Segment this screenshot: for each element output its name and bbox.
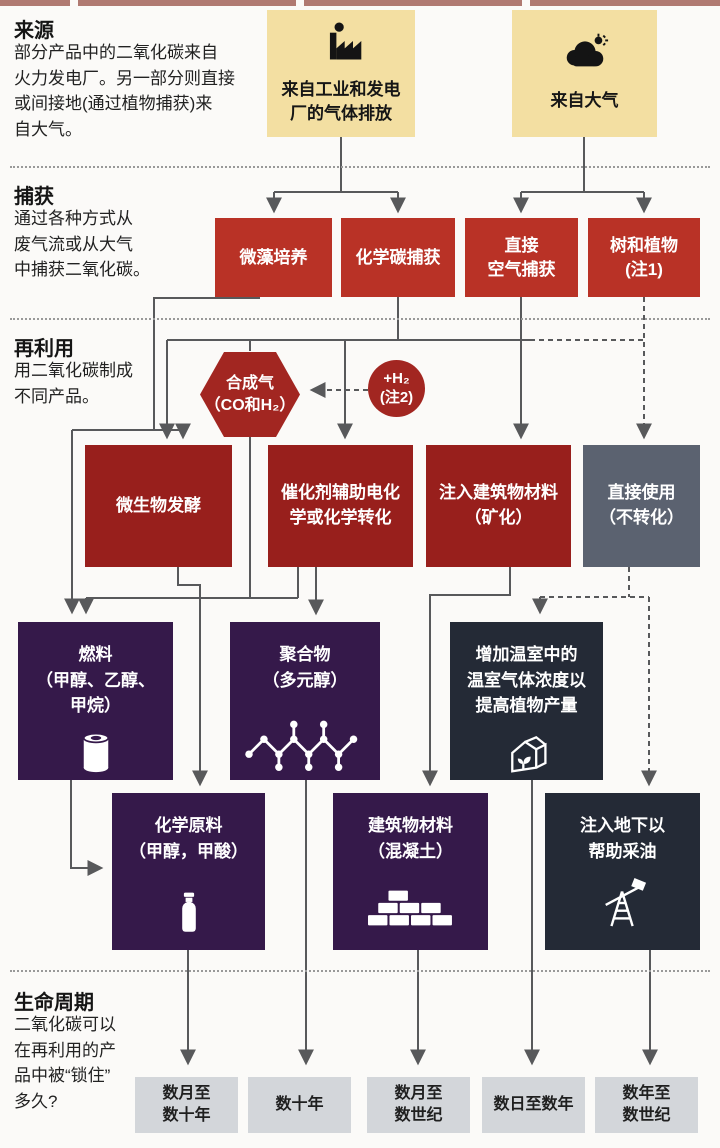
node-label: 数月至 数十年: [162, 1085, 211, 1124]
section-heading-reuse: 再利用: [14, 338, 74, 360]
barrel-icon: [78, 731, 114, 781]
node-label: 微藻培养: [239, 247, 308, 267]
node-lifetime-fuels: 数月至 数十年: [135, 1077, 238, 1133]
node-label: 增加温室中的 温室气体浓度以 提高植物产量: [467, 645, 586, 715]
node-label: 催化剂辅助电化 学或化学转化: [281, 483, 400, 527]
section-divider: [10, 166, 710, 168]
section-divider: [10, 318, 710, 320]
node-capture-chemical: 化学碳捕获: [341, 218, 455, 297]
node-label: 合成气 （CO和H₂）: [204, 374, 296, 414]
node-plus-h2-circle: +H₂ (注2): [368, 360, 425, 417]
node-label: +H₂ (注2): [379, 369, 414, 406]
node-capture-direct-air: 直接 空气捕获: [465, 218, 578, 297]
node-lifetime-building: 数月至 数世纪: [367, 1077, 470, 1133]
node-syngas-hexagon: 合成气 （CO和H₂）: [200, 352, 300, 437]
edge-p1-p3: [70, 780, 104, 876]
node-reuse-catalytic-conversion: 催化剂辅助电化 学或化学转化: [268, 445, 413, 567]
cloud-sun-icon: [560, 33, 610, 77]
bricks-icon: [367, 888, 454, 938]
top-strip-segment: [304, 0, 522, 6]
edge-r1-p3: [177, 567, 208, 787]
node-lifetime-polymers: 数十年: [248, 1077, 351, 1133]
node-label: 直接使用 （不转化）: [599, 483, 684, 527]
node-label: 微生物发酵: [116, 495, 201, 515]
section-body-source: 部分产品中的二氧化碳来自 火力发电厂。另一部分则直接 或间接地(通过植物捕获)来…: [14, 43, 235, 139]
node-label: 树和植物 (注1): [610, 235, 678, 279]
oil-derrick-icon: [596, 878, 650, 936]
node-label: 聚合物 （多元醇）: [262, 645, 348, 690]
node-reuse-direct-use: 直接使用 （不转化）: [583, 445, 700, 567]
top-strip-segment: [530, 0, 720, 6]
node-product-fuels: 燃料 （甲醇、乙醇、 甲烷）: [18, 622, 173, 780]
section-body-capture: 通过各种方式从 废气流或从大气 中捕获二氧化碳。: [14, 209, 150, 279]
node-label: 直接 空气捕获: [487, 235, 556, 279]
node-label: 注入建筑物材料 （矿化）: [439, 483, 558, 527]
greenhouse-icon: [501, 729, 553, 783]
node-label: 数月至 数世纪: [394, 1085, 443, 1124]
node-label: 来自大气: [550, 91, 619, 110]
section-divider: [10, 970, 710, 972]
node-label: 建筑物材料 （混凝土）: [368, 816, 453, 861]
section-body-reuse: 用二氧化碳制成 不同产品。: [14, 361, 133, 406]
node-label: 化学碳捕获: [355, 247, 441, 267]
node-lifetime-greenhouse: 数日至数年: [482, 1077, 585, 1133]
section-heading-source: 来源: [14, 20, 54, 42]
section-body-lifetime: 二氧化碳可以 在再利用的产 品中被“锁住” 多久?: [14, 1015, 116, 1111]
node-capture-trees-plants: 树和植物 (注1): [588, 218, 700, 297]
node-lifetime-underground: 数年至 数世纪: [595, 1077, 698, 1133]
polymer-chain-icon: [243, 715, 367, 779]
section-heading-lifetime: 生命周期: [14, 992, 94, 1014]
edge-b1-elbow: [153, 297, 260, 430]
node-label: 来自工业和发电 厂的气体排放: [281, 79, 401, 124]
section-heading-capture: 捕获: [14, 186, 54, 208]
top-strip-segment: [0, 0, 70, 6]
node-product-chemical-feedstock: 化学原料 （甲醇，甲酸）: [112, 793, 265, 950]
node-product-building-materials: 建筑物材料 （混凝土）: [333, 793, 488, 950]
top-strip-segment: [78, 0, 296, 6]
node-label: 注入地下以 帮助采油: [580, 816, 665, 861]
edge-r3-p4: [422, 567, 511, 787]
node-label: 化学原料 （甲醇，甲酸）: [129, 816, 248, 861]
node-capture-microalgae: 微藻培养: [215, 218, 332, 297]
node-product-greenhouse: 增加温室中的 温室气体浓度以 提高植物产量: [450, 622, 603, 780]
node-source-atmosphere: 来自大气: [512, 10, 657, 137]
node-reuse-mineralization: 注入建筑物材料 （矿化）: [426, 445, 571, 567]
node-reuse-microbial-fermentation: 微生物发酵: [85, 445, 232, 567]
node-label: 数十年: [275, 1096, 324, 1114]
node-label: 燃料 （甲醇、乙醇、 甲烷）: [36, 645, 155, 715]
node-source-industry: 来自工业和发电 厂的气体排放: [267, 10, 415, 137]
bottle-icon: [172, 890, 206, 944]
node-label: 数年至 数世纪: [622, 1085, 671, 1124]
node-product-enhanced-oil-recovery: 注入地下以 帮助采油: [545, 793, 700, 950]
factory-icon: [317, 20, 365, 70]
node-product-polymers: 聚合物 （多元醇）: [230, 622, 380, 780]
node-label: 数日至数年: [493, 1096, 574, 1114]
